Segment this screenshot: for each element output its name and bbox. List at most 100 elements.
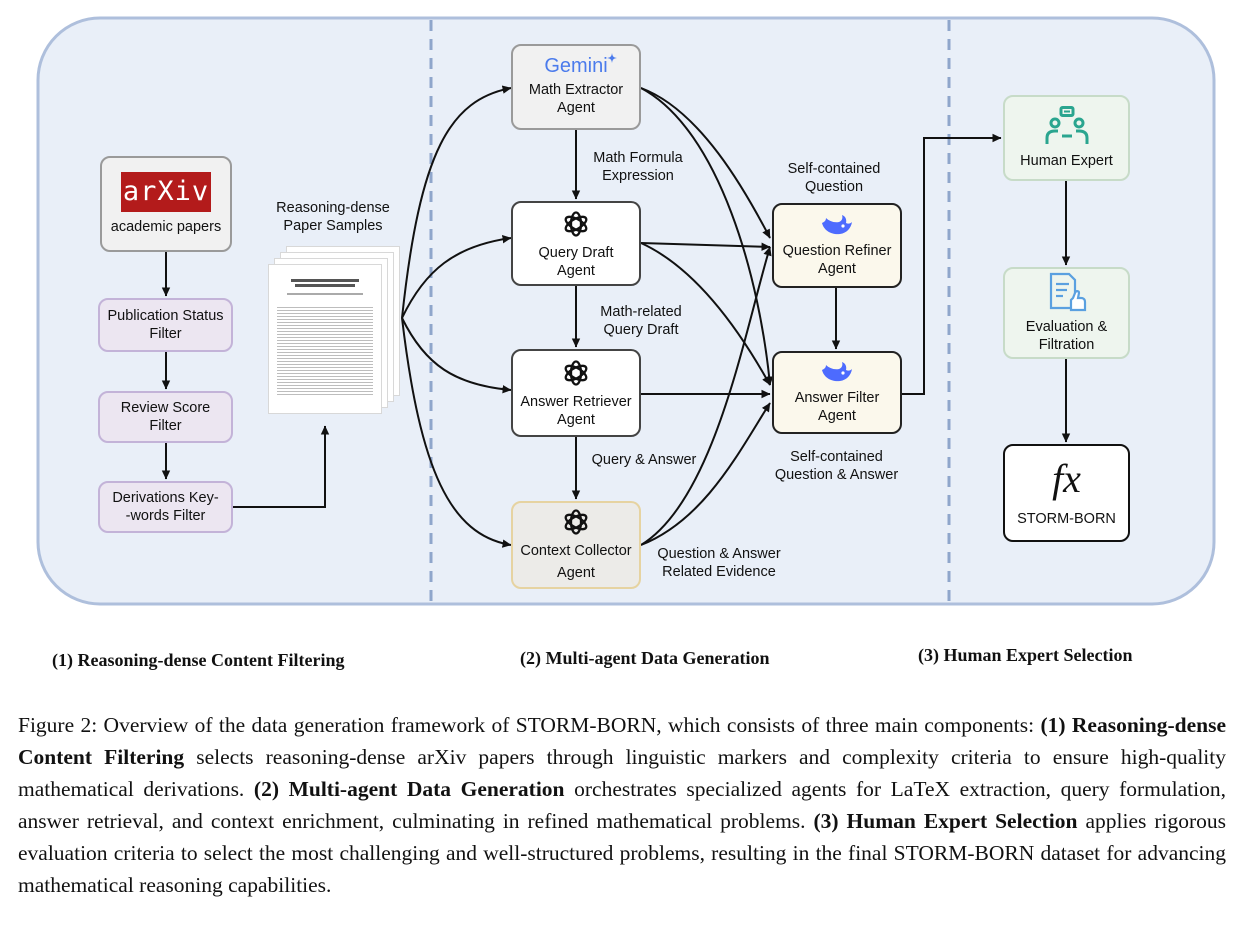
query-draft-line2: Agent bbox=[557, 262, 595, 279]
caption-bold-2: (2) Multi-agent Data Generation bbox=[253, 777, 565, 801]
answer-filter-line2: Agent bbox=[818, 407, 856, 424]
math-extractor-line2: Agent bbox=[557, 100, 595, 116]
query-draft-line1: Query Draft bbox=[538, 244, 614, 261]
caption-bold-3: (3) Human Expert Selection bbox=[813, 809, 1078, 833]
qa-evidence-label: Question & Answer Related Evidence bbox=[646, 545, 792, 581]
human-expert-icon bbox=[1045, 106, 1088, 144]
answer-filter-line1: Answer Filter bbox=[794, 389, 880, 406]
arrow-derivations-to-papers bbox=[233, 425, 330, 508]
deepseek-whale-icon bbox=[822, 214, 852, 234]
framework-panel bbox=[36, 16, 1216, 606]
human-expert-node: Human Expert bbox=[1003, 95, 1130, 181]
arxiv-node: arXiv academic papers bbox=[100, 156, 232, 252]
query-draft-agent-node: Query Draft Agent bbox=[511, 201, 641, 286]
arrow-query-to-answer-filter bbox=[640, 242, 771, 386]
publication-filter-line2: Filter bbox=[149, 326, 182, 342]
evaluation-line2: Filtration bbox=[1038, 337, 1095, 353]
openai-icon bbox=[564, 509, 588, 535]
self-contained-qa-line2: Question & Answer bbox=[774, 467, 899, 483]
paper-title-lines bbox=[291, 279, 359, 282]
openai-icon bbox=[564, 360, 588, 386]
arrow-papers-to-query-draft bbox=[401, 235, 512, 319]
evaluation-line1: Evaluation & bbox=[1025, 319, 1108, 335]
self-contained-question-label: Self-contained Question bbox=[774, 160, 894, 196]
caption-text-1: selects reasoning-dense arXiv papers thr… bbox=[18, 745, 1226, 801]
arrows bbox=[161, 85, 1071, 548]
question-refiner-agent-node: Question Refiner Agent bbox=[772, 203, 902, 288]
context-collector-line2: Agent bbox=[557, 565, 595, 581]
caption-text-2: orchestrates specialized agents for LaTe… bbox=[18, 777, 1226, 833]
question-refiner-line2: Agent bbox=[818, 260, 856, 277]
query-answer-label: Query & Answer bbox=[583, 451, 705, 469]
paper-samples-label: Reasoning-dense Paper Samples bbox=[262, 199, 404, 235]
self-contained-qa-label: Self-contained Question & Answer bbox=[764, 448, 909, 484]
gemini-logo: Gemini bbox=[544, 53, 617, 77]
math-related-line2: Query Draft bbox=[603, 322, 679, 338]
arxiv-label: academic papers bbox=[110, 219, 222, 235]
figure-caption: Figure 2: Overview of the data generatio… bbox=[18, 709, 1226, 901]
qa-evidence-line2: Related Evidence bbox=[662, 564, 776, 580]
paper-samples-line2: Paper Samples bbox=[283, 218, 383, 234]
publication-filter-line1: Publication Status bbox=[107, 308, 224, 324]
evaluation-filtration-node: Evaluation & Filtration bbox=[1003, 267, 1130, 359]
question-refiner-line1: Question Refiner bbox=[782, 242, 892, 259]
paper-authors bbox=[286, 293, 364, 295]
math-formula-line2: Expression bbox=[602, 168, 674, 184]
paper-body-text bbox=[277, 305, 373, 397]
arrow-papers-to-answer-retriever bbox=[401, 317, 512, 394]
self-contained-q-line2: Question bbox=[804, 179, 864, 195]
storm-born-node: fx STORM-BORN bbox=[1003, 444, 1130, 542]
arrow-filter-to-human-expert bbox=[902, 133, 1002, 395]
section-title-1: (1) Reasoning-dense Content Filtering bbox=[52, 650, 345, 670]
context-collector-line1: Context Collector bbox=[520, 543, 632, 559]
human-expert-label: Human Expert bbox=[1020, 153, 1113, 169]
gemini-wordmark: Gemini bbox=[544, 55, 608, 77]
paper-sheet-front bbox=[268, 264, 382, 414]
evaluation-document-icon bbox=[1049, 272, 1086, 312]
math-extractor-line1: Math Extractor bbox=[528, 82, 624, 98]
math-extractor-agent-node: Gemini Math Extractor Agent bbox=[511, 44, 641, 130]
deepseek-whale-icon bbox=[822, 361, 852, 381]
fx-symbol: fx bbox=[1052, 456, 1081, 501]
section-title-3: (3) Human Expert Selection bbox=[918, 645, 1133, 665]
arrow-papers-to-context-collector bbox=[401, 317, 512, 548]
math-related-line1: Math-related bbox=[600, 304, 682, 320]
answer-retriever-line1: Answer Retriever bbox=[520, 394, 632, 410]
query-answer-text: Query & Answer bbox=[591, 452, 697, 468]
caption-bold-1: (1) Reasoning-dense Content Filtering bbox=[18, 713, 1227, 769]
arrow-math-to-question-refiner bbox=[640, 87, 771, 239]
arrow-math-to-answer-filter bbox=[640, 87, 774, 386]
review-filter-line1: Review Score bbox=[120, 400, 211, 416]
framework-diagram bbox=[36, 16, 1216, 606]
arrow-context-to-question-refiner bbox=[640, 246, 772, 546]
paper-samples-stack bbox=[268, 246, 408, 426]
derivations-keywords-filter-node: Derivations Key- -words Filter bbox=[98, 481, 233, 533]
paper-samples-line1: Reasoning-dense bbox=[276, 200, 390, 216]
storm-born-label: STORM-BORN bbox=[1017, 511, 1116, 527]
publication-status-filter-node: Publication Status Filter bbox=[98, 298, 233, 352]
openai-icon bbox=[564, 210, 588, 237]
derivations-filter-line2: -words Filter bbox=[125, 508, 206, 524]
answer-retriever-agent-node: Answer Retriever Agent bbox=[511, 349, 641, 437]
section-title-2: (2) Multi-agent Data Generation bbox=[520, 648, 770, 668]
paper-title-lines-2 bbox=[295, 284, 355, 287]
arrow-papers-to-math-extractor bbox=[401, 85, 512, 319]
review-score-filter-node: Review Score Filter bbox=[98, 391, 233, 443]
math-related-label: Math-related Query Draft bbox=[586, 303, 696, 339]
self-contained-q-line1: Self-contained bbox=[787, 161, 881, 177]
math-formula-line1: Math Formula bbox=[593, 150, 683, 166]
caption-text-3: applies rigorous evaluation criteria to … bbox=[18, 809, 1227, 897]
arxiv-logo: arXiv bbox=[121, 172, 211, 212]
arrow-context-to-answer-filter bbox=[640, 402, 771, 546]
self-contained-qa-line1: Self-contained bbox=[790, 449, 883, 465]
arrow-query-to-question-refiner bbox=[640, 242, 771, 251]
caption-prefix: Figure 2: Overview of the data generatio… bbox=[18, 713, 1035, 737]
context-collector-agent-node: Context Collector Agent bbox=[511, 501, 641, 589]
qa-evidence-line1: Question & Answer bbox=[657, 546, 781, 562]
derivations-filter-line1: Derivations Key- bbox=[112, 490, 219, 506]
review-filter-line2: Filter bbox=[149, 418, 182, 434]
answer-filter-agent-node: Answer Filter Agent bbox=[772, 351, 902, 434]
math-formula-label: Math Formula Expression bbox=[582, 149, 694, 185]
sparkle-icon bbox=[606, 53, 617, 63]
answer-retriever-line2: Agent bbox=[557, 412, 595, 428]
